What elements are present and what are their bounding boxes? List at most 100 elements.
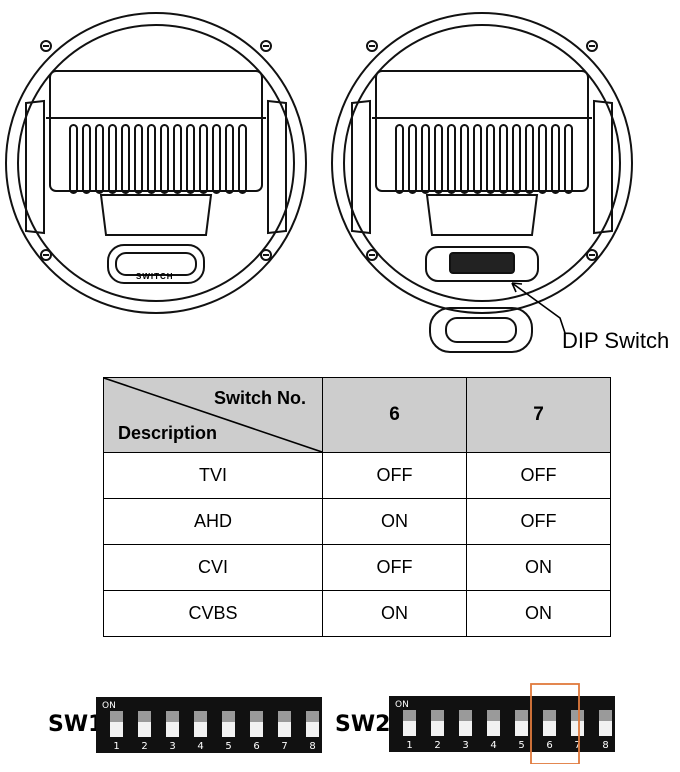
table-row: CVBS ON ON [103, 590, 611, 637]
camera-body [49, 70, 263, 192]
camera-diagrams [5, 12, 633, 353]
camera-base [99, 194, 213, 236]
heat-sink-fin [69, 124, 78, 194]
dip-switch-callout-label: DIP Switch [562, 328, 670, 353]
dip-toggle-knob [459, 710, 472, 721]
dip-position-number: 8 [309, 741, 315, 752]
camera-right-drawing [331, 12, 633, 353]
dip-switch-block [449, 252, 515, 274]
switch-cover [107, 244, 205, 284]
left-plate [351, 99, 371, 235]
dip-toggle-knob [571, 710, 584, 721]
switch-6-cell: OFF [322, 544, 467, 591]
camera-base [425, 194, 539, 236]
dip-toggle-knob [487, 710, 500, 721]
dip-position-number: 7 [281, 741, 287, 752]
detached-switch-cover-inner [445, 317, 517, 343]
dip-position-number: 5 [518, 740, 524, 751]
table-row: CVI OFF ON [103, 544, 611, 591]
heat-sink-fin [408, 124, 417, 194]
heat-sink-fin [121, 124, 130, 194]
switch-cover-label: SWITCH [136, 272, 174, 281]
heat-sink-fin [82, 124, 91, 194]
dip-position-number: 1 [113, 741, 119, 752]
dip-toggle-knob [306, 711, 319, 722]
switch-7-cell: ON [466, 544, 611, 591]
table-row: AHD ON OFF [103, 498, 611, 545]
heat-sink-fin [160, 124, 169, 194]
switch-6-cell: ON [322, 590, 467, 637]
dip-switch-mode-table: Switch No. Description 6 7 TVI OFF OFF A… [103, 377, 611, 637]
switch-cover-inner [115, 252, 197, 276]
outer-ring [331, 12, 633, 314]
heat-sink-fin [147, 124, 156, 194]
dip-position-number: 3 [462, 740, 468, 751]
dip-toggle-knob [222, 711, 235, 722]
detached-switch-cover [429, 307, 533, 353]
dip-position-number: 1 [406, 740, 412, 751]
screw [40, 40, 52, 52]
heat-sink-fin [499, 124, 508, 194]
switch-6-cell: ON [322, 498, 467, 545]
screw [366, 40, 378, 52]
dip-on-text: ON [102, 701, 116, 711]
heat-sink-fin [564, 124, 573, 194]
dip-toggle-knob [599, 710, 612, 721]
screw [586, 40, 598, 52]
heat-sink-fin [95, 124, 104, 194]
right-plate [593, 99, 613, 235]
heat-sink-fin [212, 124, 221, 194]
dip-switch-housing [425, 246, 539, 282]
dip-toggle-knob [166, 711, 179, 722]
switch-7-cell: ON [466, 590, 611, 637]
heat-sink-fin [199, 124, 208, 194]
dip-toggle-knob [278, 711, 291, 722]
sw1-label: SW1 [48, 712, 104, 737]
dip-position-number: 5 [225, 741, 231, 752]
camera-left-drawing [5, 12, 307, 314]
switch-6-cell: OFF [322, 452, 467, 499]
inner-ring [17, 24, 295, 302]
mode-cell: CVI [103, 544, 323, 591]
dip-position-number: 4 [490, 740, 496, 751]
table-header-diagonal-cell: Switch No. Description [103, 377, 323, 453]
header-switch-no: Switch No. [213, 388, 306, 408]
mode-cell: CVBS [103, 590, 323, 637]
dip-on-text: ON [395, 700, 409, 710]
header-switch-6: 6 [322, 377, 467, 453]
dip-switch-callout-arrow [511, 282, 566, 334]
dip-toggle-knob [515, 710, 528, 721]
dip-position-number: 3 [169, 741, 175, 752]
heat-sink-fin [238, 124, 247, 194]
heat-sink-fin [395, 124, 404, 194]
screw [40, 249, 52, 261]
outer-ring [5, 12, 307, 314]
screw [260, 249, 272, 261]
dip-position-number: 6 [546, 740, 552, 751]
dip-position-number: 6 [253, 741, 259, 752]
mode-cell: AHD [103, 498, 323, 545]
dip-position-number: 2 [141, 741, 147, 752]
dip-toggle-knob [431, 710, 444, 721]
heat-sink-fin [134, 124, 143, 194]
table-row: TVI OFF OFF [103, 452, 611, 499]
highlight-switch-6-7 [530, 683, 580, 764]
heat-sink-fin [512, 124, 521, 194]
dip-position-number: 2 [434, 740, 440, 751]
heat-sink-fin [551, 124, 560, 194]
camera-body [375, 70, 589, 192]
heat-sink-fin [447, 124, 456, 194]
dip-toggle-knob [543, 710, 556, 721]
mode-cell: TVI [103, 452, 323, 499]
header-description: Description [118, 423, 218, 443]
right-plate [267, 99, 287, 235]
heat-sink-fin [225, 124, 234, 194]
heat-sink-fin [173, 124, 182, 194]
heat-sink-fin [525, 124, 534, 194]
switch-7-cell: OFF [466, 498, 611, 545]
screw [586, 249, 598, 261]
heat-sink-fin [108, 124, 117, 194]
header-switch-7: 7 [466, 377, 611, 453]
dip-toggle-knob [110, 711, 123, 722]
